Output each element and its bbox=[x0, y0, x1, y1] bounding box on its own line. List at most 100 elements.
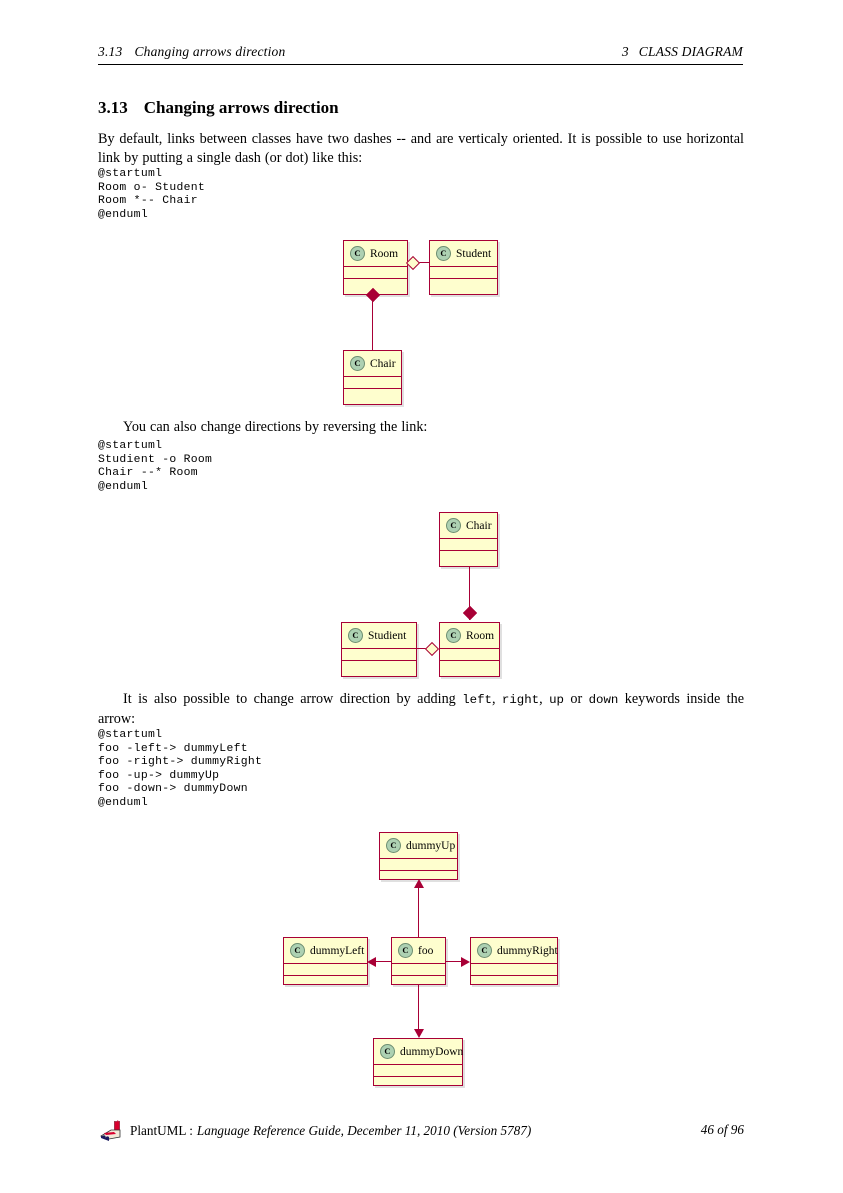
uml-separator bbox=[440, 660, 499, 661]
uml-composition-diamond bbox=[365, 287, 381, 303]
uml-class-name: Chair bbox=[370, 357, 396, 370]
uml-class-chair: C Chair bbox=[343, 350, 402, 405]
running-header-chapter-number: 3 bbox=[621, 44, 629, 59]
keyword-down: down bbox=[588, 693, 619, 707]
uml-attributes-compartment bbox=[440, 649, 499, 660]
paragraph-keywords-pre: It is also possible to change arrow dire… bbox=[123, 691, 463, 707]
uml-methods-compartment bbox=[342, 661, 416, 674]
uml-class-title: C dummyUp bbox=[380, 833, 457, 858]
uml-class-name: Student bbox=[456, 247, 492, 260]
uml-class-title: C Chair bbox=[440, 513, 497, 538]
class-stereotype-icon: C bbox=[380, 1044, 395, 1059]
uml-composition-diamond bbox=[462, 605, 478, 621]
uml-arrow-foo-dummyright bbox=[446, 961, 462, 962]
uml-methods-compartment bbox=[374, 1077, 462, 1088]
section-title: Changing arrows direction bbox=[143, 98, 339, 117]
uml-separator bbox=[430, 266, 497, 267]
uml-class-dummyup: C dummyUp bbox=[379, 832, 458, 880]
page-title: 3.13 Changing arrows direction bbox=[98, 98, 339, 118]
uml-class-name: Chair bbox=[466, 519, 492, 532]
uml-arrowhead-left bbox=[367, 957, 376, 967]
keyword-left: left bbox=[462, 693, 492, 707]
class-stereotype-icon: C bbox=[446, 518, 461, 533]
uml-class-title: C foo bbox=[392, 938, 445, 963]
uml-separator bbox=[374, 1076, 462, 1077]
uml-class-title: C dummyDown bbox=[374, 1039, 464, 1064]
uml-class-name: dummyLeft bbox=[310, 944, 365, 957]
uml-class-room: C Room bbox=[343, 240, 408, 295]
class-stereotype-icon: C bbox=[446, 628, 461, 643]
uml-attributes-compartment bbox=[380, 859, 457, 870]
uml-arrow-foo-dummydown bbox=[418, 985, 419, 1031]
uml-class-room: C Room bbox=[439, 622, 500, 677]
uml-attributes-compartment bbox=[342, 649, 416, 660]
uml-separator bbox=[440, 648, 499, 649]
uml-separator bbox=[342, 660, 416, 661]
paragraph-sep-3: or bbox=[563, 691, 589, 707]
paragraph-keywords: It is also possible to change arrow dire… bbox=[98, 690, 744, 729]
uml-attributes-compartment bbox=[344, 377, 401, 388]
class-stereotype-icon: C bbox=[477, 943, 492, 958]
uml-class-dummydown: C dummyDown bbox=[373, 1038, 463, 1086]
class-stereotype-icon: C bbox=[350, 246, 365, 261]
uml-separator bbox=[344, 388, 401, 389]
uml-class-foo: C foo bbox=[391, 937, 446, 985]
paragraph-keywords-post: keywords inside the arrow: bbox=[98, 691, 744, 727]
uml-class-name: Room bbox=[370, 247, 399, 260]
code-block-1: @startuml Room o- Student Room *-- Chair… bbox=[98, 168, 206, 221]
running-header-section-number: 3.13 bbox=[98, 44, 123, 59]
uml-attributes-compartment bbox=[430, 267, 497, 278]
running-header-chapter-title: CLASS DIAGRAM bbox=[638, 44, 743, 59]
uml-separator bbox=[344, 266, 407, 267]
uml-separator bbox=[284, 963, 367, 964]
uml-class-title: C Chair bbox=[344, 351, 401, 376]
uml-class-chair: C Chair bbox=[439, 512, 498, 567]
uml-separator bbox=[284, 975, 367, 976]
uml-separator bbox=[344, 376, 401, 377]
uml-methods-compartment bbox=[380, 871, 457, 882]
uml-attributes-compartment bbox=[374, 1065, 462, 1076]
uml-methods-compartment bbox=[344, 279, 407, 292]
uml-separator bbox=[344, 278, 407, 279]
uml-arrowhead-right bbox=[461, 957, 470, 967]
uml-methods-compartment bbox=[392, 976, 445, 987]
uml-class-name: dummyDown bbox=[400, 1045, 464, 1058]
footer-citation: Language Reference Guide, December 11, 2… bbox=[196, 1123, 532, 1138]
uml-attributes-compartment bbox=[471, 964, 557, 975]
uml-class-title: C dummyRight bbox=[471, 938, 558, 963]
uml-separator bbox=[471, 975, 557, 976]
uml-class-student: C Student bbox=[429, 240, 498, 295]
uml-class-name: Studient bbox=[368, 629, 407, 642]
running-header-left: 3.13 Changing arrows direction bbox=[98, 44, 285, 60]
uml-separator bbox=[374, 1064, 462, 1065]
uml-separator bbox=[471, 963, 557, 964]
section-number: 3.13 bbox=[98, 98, 128, 117]
uml-class-studient: C Studient bbox=[341, 622, 417, 677]
uml-methods-compartment bbox=[430, 279, 497, 292]
uml-methods-compartment bbox=[344, 389, 401, 402]
uml-arrow-foo-dummyup bbox=[418, 886, 419, 937]
uml-aggregation-diamond bbox=[405, 255, 421, 271]
page-footer: PlantUML : Language Reference Guide, Dec… bbox=[98, 1120, 744, 1142]
uml-link-chair-room bbox=[469, 567, 470, 620]
running-header-section-title: Changing arrows direction bbox=[134, 44, 286, 59]
uml-methods-compartment bbox=[440, 661, 499, 674]
uml-attributes-compartment bbox=[440, 539, 497, 550]
uml-class-name: dummyRight bbox=[497, 944, 558, 957]
uml-link-room-chair bbox=[372, 295, 373, 350]
uml-separator bbox=[392, 975, 445, 976]
uml-separator bbox=[380, 870, 457, 871]
class-stereotype-icon: C bbox=[350, 356, 365, 371]
uml-class-name: Room bbox=[466, 629, 495, 642]
uml-arrowhead-down bbox=[414, 1029, 424, 1038]
class-stereotype-icon: C bbox=[290, 943, 305, 958]
uml-class-title: C dummyLeft bbox=[284, 938, 367, 963]
uml-separator bbox=[342, 648, 416, 649]
class-stereotype-icon: C bbox=[398, 943, 413, 958]
class-stereotype-icon: C bbox=[386, 838, 401, 853]
uml-link-room-student bbox=[416, 262, 430, 263]
paragraph-reverse: You can also change directions by revers… bbox=[123, 419, 428, 435]
uml-arrow-foo-dummyleft bbox=[375, 961, 391, 962]
running-header-right: 3 CLASS DIAGRAM bbox=[622, 44, 743, 60]
